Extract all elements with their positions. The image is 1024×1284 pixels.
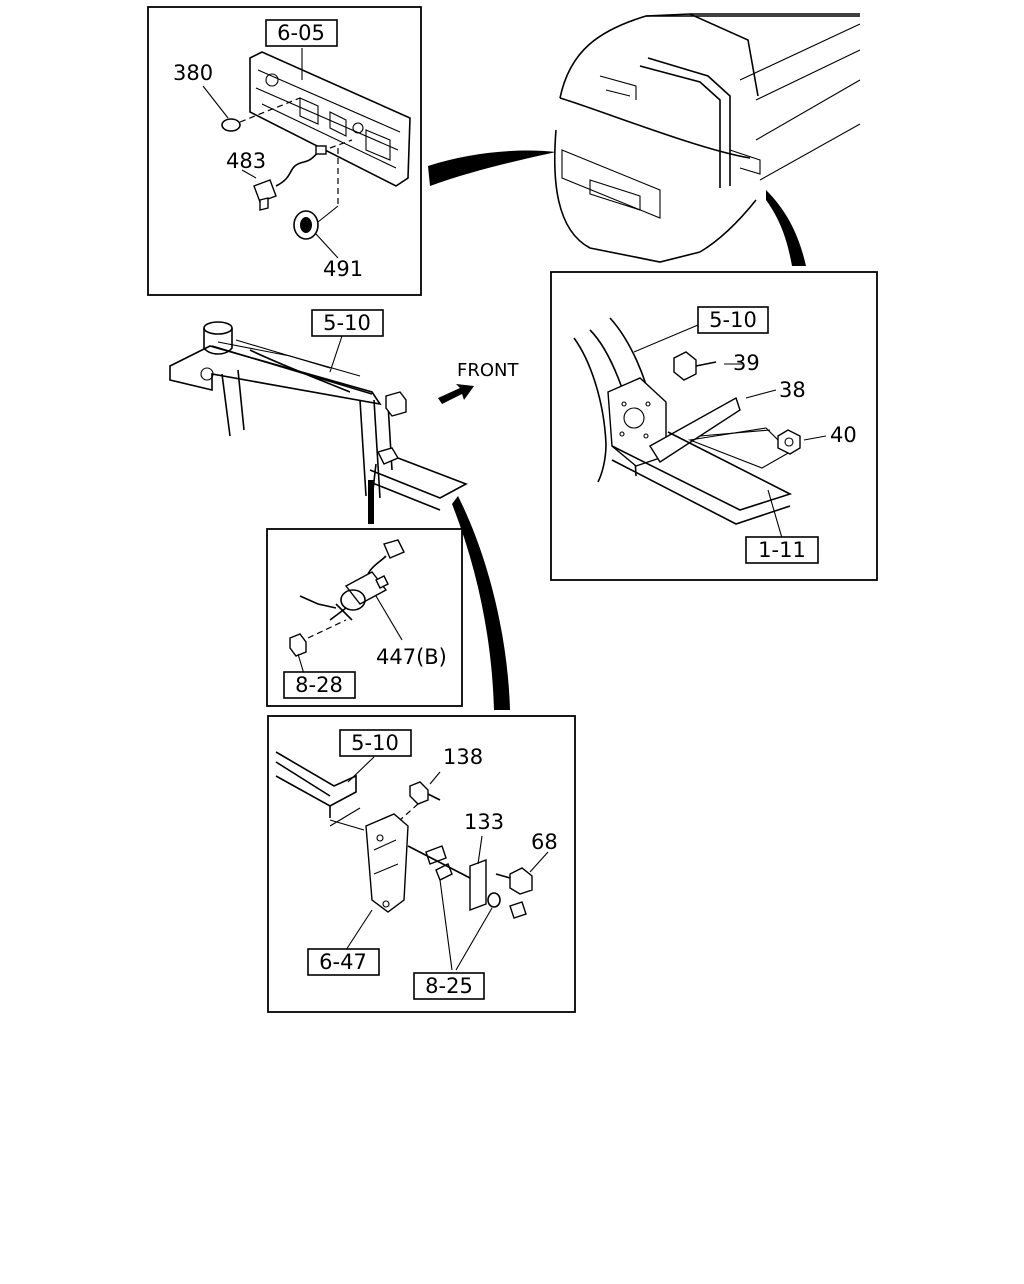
center-assembly: 5-10 bbox=[169, 309, 468, 524]
ref-6-05-label: 6-05 bbox=[277, 21, 325, 45]
ref-5-10-main-label: 5-10 bbox=[323, 311, 371, 335]
o-ring-380 bbox=[221, 118, 241, 132]
front-indicator: FRONT bbox=[438, 360, 519, 404]
part-68-label: 68 bbox=[531, 830, 558, 854]
switch-483 bbox=[253, 145, 327, 211]
callout-arrow-lower bbox=[452, 496, 510, 710]
bolt-39 bbox=[673, 351, 717, 381]
ref-5-10-lower-label: 5-10 bbox=[351, 731, 399, 755]
part-39-label: 39 bbox=[733, 351, 760, 375]
part-447b-label: 447(B) bbox=[376, 645, 447, 669]
ref-8-28-label: 8-28 bbox=[295, 673, 343, 697]
inset-top-left: 6-05 380 483 491 bbox=[147, 6, 422, 296]
part-138-label: 138 bbox=[443, 745, 483, 769]
front-arrow-icon bbox=[438, 384, 474, 404]
inset-lower: 5-10 138 133 68 6-47 8-25 bbox=[267, 715, 576, 1013]
part-483-label: 483 bbox=[226, 149, 266, 173]
bracket-38 bbox=[649, 396, 741, 463]
bolt-8-28 bbox=[289, 633, 307, 657]
part-491-label: 491 bbox=[323, 257, 363, 281]
ref-6-47-label: 6-47 bbox=[319, 950, 367, 974]
inset-middle: 447(B) 8-28 bbox=[266, 528, 463, 707]
bolt-68 bbox=[495, 867, 533, 895]
callout-arrow-top bbox=[428, 150, 556, 186]
grommet-491 bbox=[293, 210, 319, 240]
inset-right: 5-10 39 38 40 1-11 bbox=[550, 271, 878, 581]
actuator-447b bbox=[299, 571, 389, 621]
bracket-6-47 bbox=[365, 813, 409, 913]
ref-8-25-label: 8-25 bbox=[425, 974, 473, 998]
callout-arrow-right bbox=[766, 190, 806, 266]
truck-cab bbox=[553, 13, 861, 263]
bolt-138 bbox=[409, 781, 441, 805]
plate-133 bbox=[469, 858, 487, 912]
nut-40 bbox=[777, 429, 801, 455]
front-label: FRONT bbox=[457, 360, 519, 381]
part-380-label: 380 bbox=[173, 61, 213, 85]
part-133-label: 133 bbox=[464, 810, 504, 834]
part-38-label: 38 bbox=[779, 378, 806, 402]
part-40-label: 40 bbox=[830, 423, 857, 447]
ref-5-10-bracket-label: 5-10 bbox=[709, 308, 757, 332]
ref-1-11-label: 1-11 bbox=[758, 538, 806, 562]
